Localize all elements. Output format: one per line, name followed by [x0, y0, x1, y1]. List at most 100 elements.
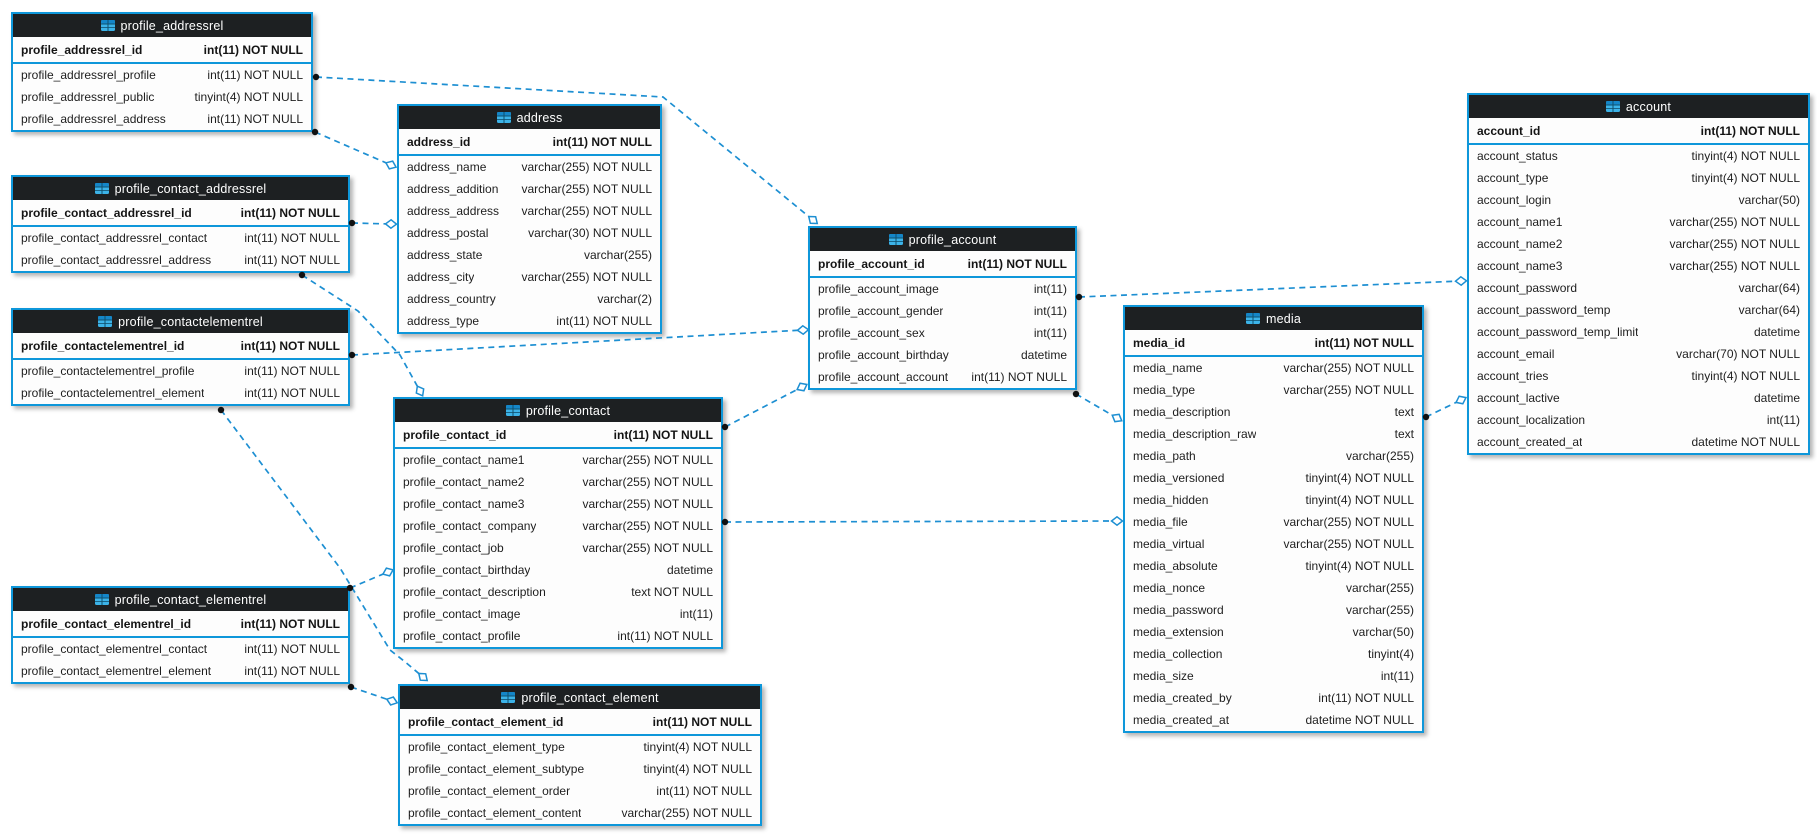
relation-line[interactable] [220, 409, 424, 678]
table-header-profile_contact_elementrel[interactable]: profile_contact_elementrel [13, 588, 348, 611]
table-header-profile_addressrel[interactable]: profile_addressrel [13, 14, 311, 37]
relation-line[interactable] [301, 274, 421, 392]
relation-line[interactable] [351, 222, 392, 225]
table-header-address[interactable]: address [399, 106, 660, 129]
relation-line[interactable] [724, 386, 803, 428]
relation-line[interactable] [314, 131, 392, 166]
relation-line[interactable] [350, 686, 393, 702]
relation-line[interactable] [1075, 393, 1118, 419]
relation-line[interactable] [349, 571, 389, 589]
table-header-profile_contactelementrel[interactable]: profile_contactelementrel [13, 310, 348, 333]
relation-line[interactable] [1078, 280, 1462, 298]
relation-line[interactable] [351, 329, 804, 356]
table-header-account[interactable]: account [1469, 95, 1808, 118]
table-header-profile_contact_element[interactable]: profile_contact_element [400, 686, 760, 709]
relation-line[interactable] [1425, 399, 1462, 418]
table-header-profile_contact[interactable]: profile_contact [395, 399, 721, 422]
relation-line[interactable] [315, 76, 814, 221]
table-header-profile_account[interactable]: profile_account [810, 228, 1075, 251]
